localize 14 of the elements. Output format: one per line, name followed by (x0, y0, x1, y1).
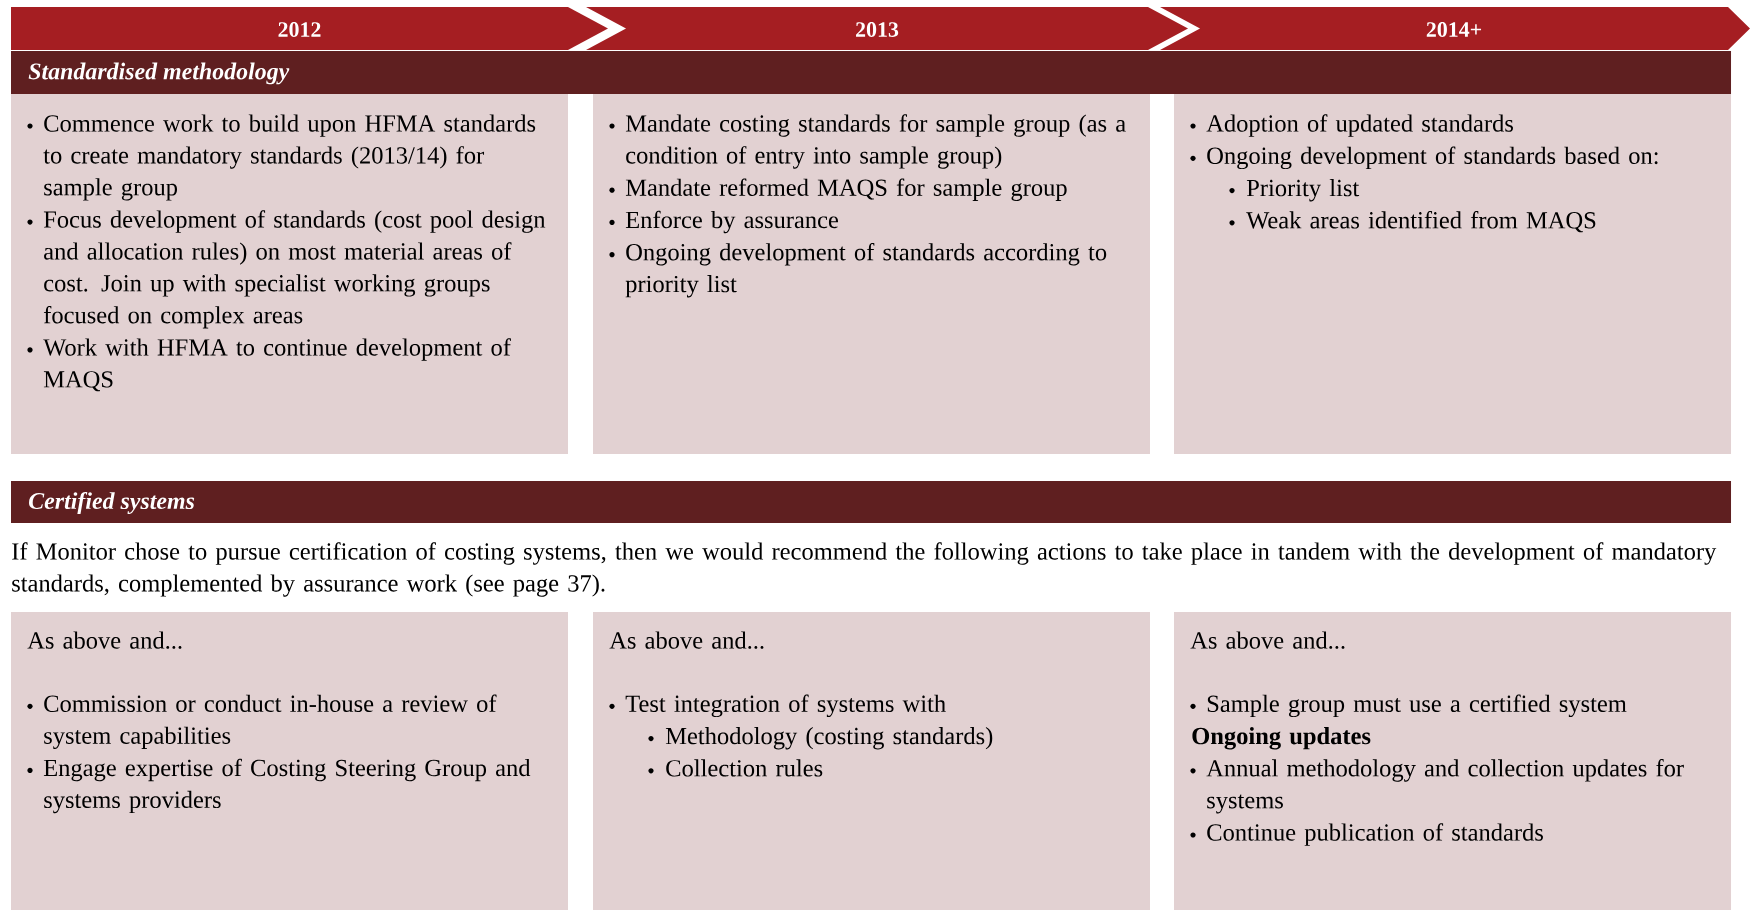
text-box: Mandate costing standards for sample group (as a condition of entry into sample group) Mandate reformed MAQS for sample group Enforce by assurance Ongoing development of standards according to priority list (593, 94, 1150, 454)
node-label: 2013 (856, 22, 899, 37)
paragraph: If Monitor chose to pursue certification of costing systems, then we would recommend the following actions to take place in tandem with the development of mandatory standards, complemented by assurance work (see page 37). (12, 542, 1717, 597)
year-banner: 2014+ (1160, 7, 1750, 50)
section-band: Certified systems (11, 481, 1731, 523)
year-banner: 2012 (11, 7, 608, 50)
text-box: Commence work to build upon HFMA standards to create mandatory standards (2013/14) for sample group Focus development of standards (cost pool design and allocation rules) on most material areas of cost. Join up with specialist working groups focused on complex areas Work with HFMA to continue development of MAQS (11, 94, 568, 454)
node-label: 2014+ (1426, 22, 1482, 37)
text-box: Adoption of updated standards Ongoing development of standards based on: Priority list Weak areas identified from MAQS (1174, 94, 1731, 454)
text-box: As above and... Sample group must use a certified system Ongoing updates Annual methodology and collection updates for systems Continue publication of standards (1174, 612, 1731, 910)
section-band: Standardised methodology (11, 51, 1731, 94)
year-banner: 2013 (586, 7, 1188, 50)
text-box: As above and... Test integration of systems with Methodology (costing standards) Collection rules (593, 612, 1150, 910)
text-box: As above and... Commission or conduct in-house a review of system capabilities Engage expertise of Costing Steering Group and systems providers (11, 612, 568, 910)
